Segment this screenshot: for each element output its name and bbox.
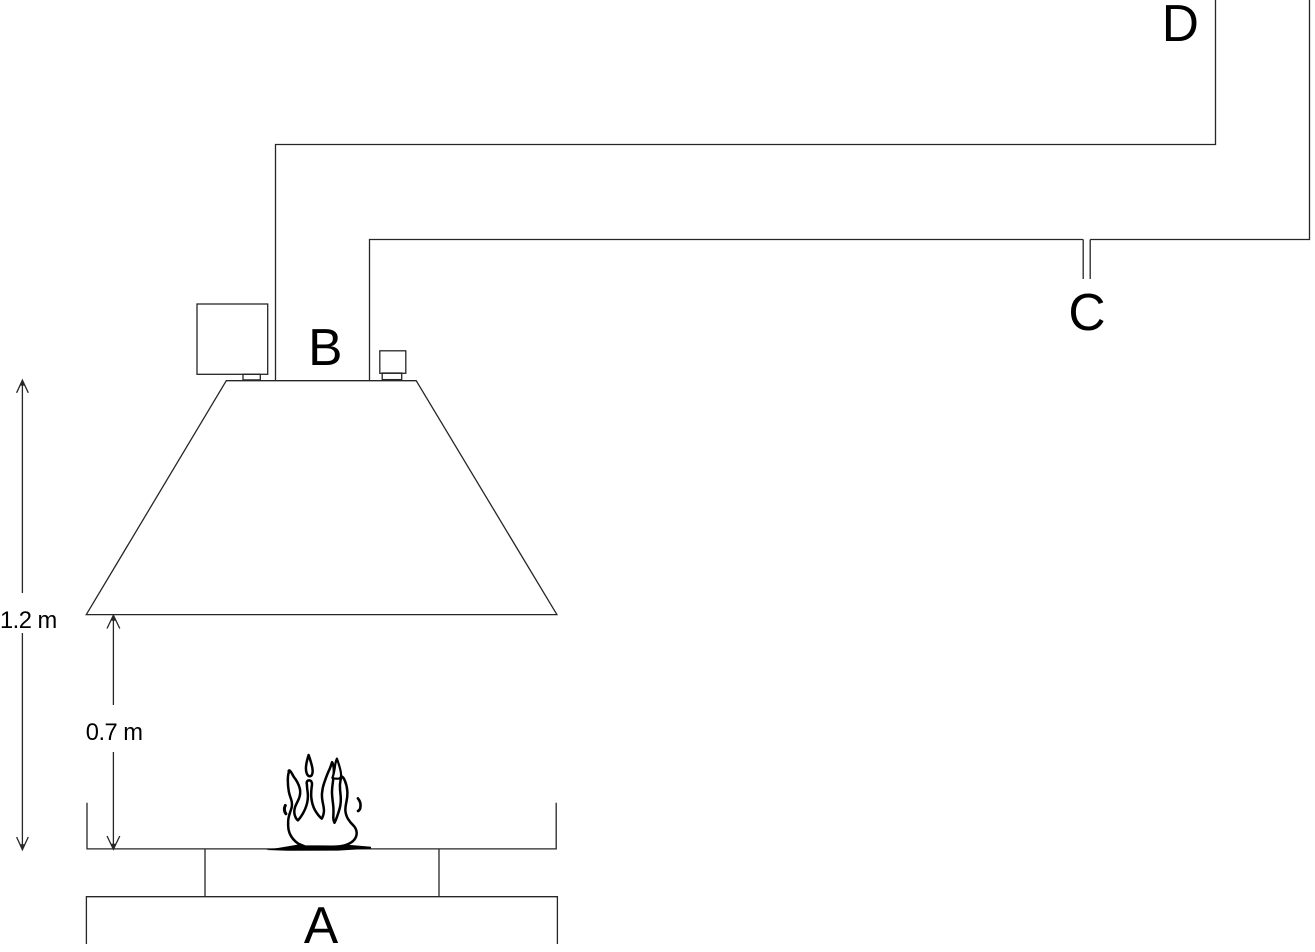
svg-text:D: D	[1162, 0, 1199, 52]
svg-text:0.7 m: 0.7 m	[86, 720, 143, 746]
svg-text:A: A	[304, 896, 339, 952]
svg-text:1.2 m: 1.2 m	[0, 608, 57, 634]
svg-text:C: C	[1068, 283, 1105, 341]
svg-text:B: B	[308, 318, 342, 376]
